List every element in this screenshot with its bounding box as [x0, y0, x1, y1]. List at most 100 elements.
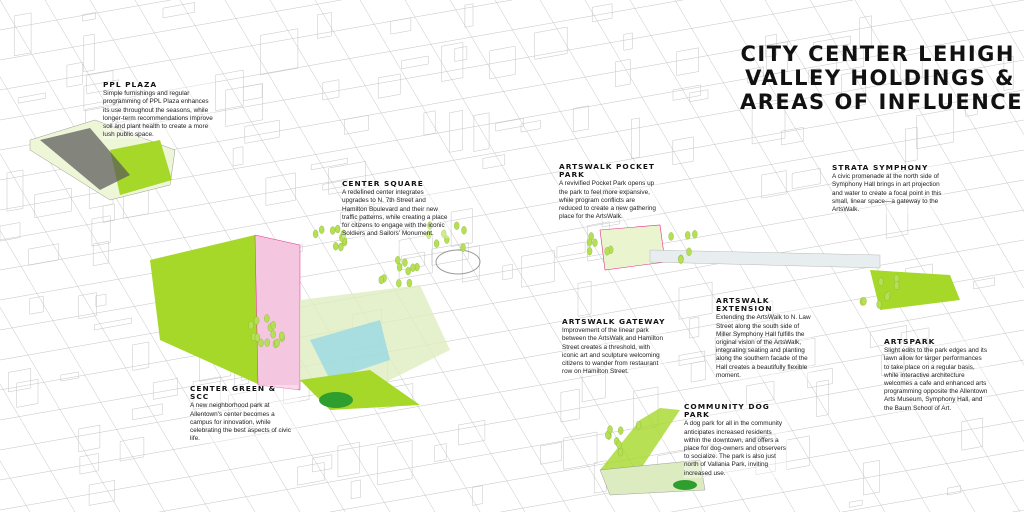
building-outline — [162, 2, 195, 19]
building-outline — [472, 485, 483, 506]
center-green-oval — [319, 392, 353, 408]
building-outline — [260, 28, 299, 76]
building-outline — [244, 119, 280, 144]
note-heading: ARTSWALK EXTENSION — [716, 296, 773, 314]
building-outline — [751, 98, 786, 145]
note-strata-symphony: STRATA SYMPHONY A civic promenade at the… — [832, 163, 944, 215]
tree — [635, 421, 642, 430]
artswalk-path — [649, 249, 881, 269]
note-text: Slight edits to the park edges and its l… — [884, 347, 988, 412]
building-outline — [91, 215, 111, 247]
building-outline — [317, 12, 332, 39]
building-outline — [841, 70, 866, 110]
building-outline — [297, 462, 325, 486]
building-outline — [92, 241, 110, 266]
building-outline — [322, 179, 348, 191]
tree — [616, 440, 622, 449]
street-line — [989, 0, 1024, 59]
tree — [692, 230, 698, 239]
building-outline — [390, 17, 412, 35]
building-outline — [747, 66, 764, 84]
tree — [441, 229, 447, 238]
building-outline — [572, 105, 589, 133]
tree — [876, 300, 882, 309]
tree — [274, 338, 280, 348]
ppl-plaza-lawn — [110, 140, 172, 195]
building-outline — [910, 337, 928, 360]
building-outline — [482, 154, 506, 170]
title-line: AREAS OF INFLUENCE — [740, 90, 1024, 114]
building-outline — [225, 83, 263, 127]
street-line — [179, 0, 481, 512]
note-heading: PPL PLAZA — [103, 80, 158, 89]
tree — [685, 231, 691, 240]
building-outline — [808, 67, 820, 83]
street-line — [764, 0, 1024, 443]
note-heading: ARTSWALK GATEWAY — [562, 317, 666, 326]
tree — [586, 247, 593, 256]
note-text: A dog park for all in the community anti… — [684, 420, 786, 477]
dog-park-path — [600, 408, 680, 470]
building-outline — [322, 79, 340, 101]
building-outline — [398, 234, 433, 280]
building-outline — [521, 250, 555, 288]
street-line — [0, 0, 301, 512]
street-line — [0, 299, 1024, 481]
building-outline — [714, 335, 725, 363]
building-outline — [816, 379, 829, 417]
building-outline — [502, 263, 513, 281]
street-line — [671, 449, 1024, 512]
building-outline — [900, 52, 923, 81]
building-outline — [464, 3, 474, 28]
building-outline — [781, 127, 804, 146]
building-outline — [328, 161, 366, 195]
building-outline — [836, 47, 865, 72]
building-outline — [678, 281, 713, 320]
building-outline — [358, 190, 375, 232]
building-outline — [761, 170, 787, 199]
building-outline — [13, 12, 32, 57]
center-green-facade — [254, 234, 301, 391]
building-outline — [83, 79, 120, 112]
building-outline — [813, 35, 851, 51]
building-outline — [755, 433, 776, 475]
tree — [893, 281, 900, 290]
building-outline — [8, 368, 32, 393]
note-artswalk-pocket-park: ARTSWALK POCKET PARK A revivified Pocket… — [559, 162, 659, 222]
building-outline — [791, 168, 821, 190]
tree — [396, 263, 403, 272]
note-artswalk-gateway: ARTSWALK GATEWAY Improvement of the line… — [562, 317, 666, 377]
street-line — [159, 359, 1024, 512]
street-line — [0, 89, 1024, 271]
building-outline — [577, 280, 592, 317]
building-outline — [0, 222, 21, 242]
tree — [592, 238, 598, 247]
tree — [878, 277, 884, 286]
tree — [335, 224, 341, 234]
street-line — [0, 0, 171, 31]
building-outline — [556, 241, 586, 258]
note-center-green: CENTER GREEN & SCC A new neighborhood pa… — [190, 384, 298, 444]
tree — [460, 243, 466, 252]
building-outline — [807, 367, 833, 389]
building-outline — [102, 203, 115, 223]
building-outline — [350, 479, 361, 500]
building-outline — [591, 3, 613, 23]
tree — [254, 316, 260, 325]
tree — [340, 229, 347, 238]
tree — [279, 331, 285, 340]
building-outline — [441, 42, 464, 82]
street-line — [0, 0, 683, 121]
building-outline — [344, 115, 369, 135]
building-outline — [401, 55, 429, 70]
building-outline — [17, 92, 46, 104]
building-outline — [265, 172, 296, 206]
building-outline — [885, 195, 909, 239]
building-outline — [689, 316, 700, 339]
building-outline — [869, 325, 907, 348]
tree — [884, 292, 890, 301]
tree — [893, 274, 900, 283]
building-outline — [458, 420, 486, 446]
tree — [405, 266, 411, 276]
building-outline — [310, 157, 348, 171]
